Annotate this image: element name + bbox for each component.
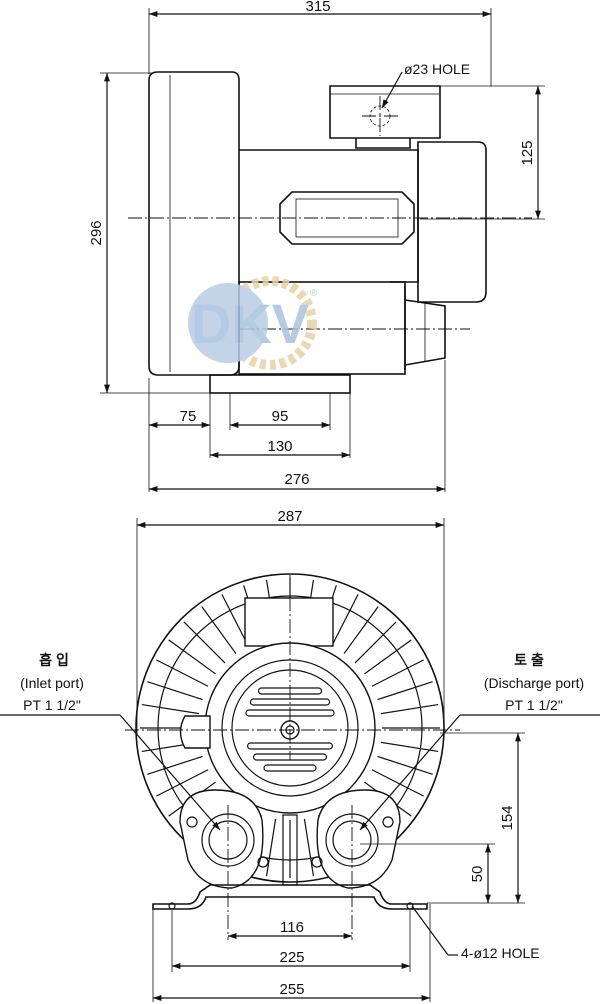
- fin: [183, 621, 226, 664]
- fin: [354, 621, 397, 664]
- fin: [141, 703, 200, 715]
- mounting-feet: [152, 884, 428, 910]
- hole-label: ø23 HOLE: [404, 61, 470, 77]
- registered-mark: ®: [310, 288, 318, 299]
- discharge-boss: [316, 789, 401, 889]
- fin: [156, 659, 209, 687]
- motor-upper: [239, 149, 419, 283]
- discharge-flange: [417, 141, 487, 303]
- fin: [147, 681, 203, 701]
- dim-front-width: 287: [277, 508, 302, 525]
- fin: [380, 741, 439, 753]
- inlet-port-label: (Inlet port): [20, 675, 84, 691]
- dkv-logo: DKV ®: [188, 276, 318, 370]
- inlet-boss: [179, 789, 264, 889]
- fin: [377, 755, 433, 775]
- dim-port-spacing: 116: [280, 919, 304, 936]
- fin: [265, 818, 277, 877]
- inspection-window: [279, 191, 415, 245]
- dim-port-height: 154: [499, 805, 516, 830]
- logo-text: DKV: [191, 292, 309, 355]
- discharge-thread-label: PT 1 1/2": [505, 697, 563, 713]
- dim-base-inner: 95: [272, 408, 289, 425]
- blower-outer-ring: [135, 573, 445, 883]
- fin: [303, 818, 315, 877]
- globe-icon: [188, 283, 268, 363]
- side-view: 315 296 125 ø23 HOLE: [88, 0, 545, 492]
- fin: [168, 639, 216, 675]
- dim-foot-spacing: 225: [279, 949, 304, 966]
- fin: [371, 659, 424, 687]
- inlet-thread-label: PT 1 1/2": [23, 697, 81, 713]
- dim-overall-length: 276: [284, 471, 309, 488]
- dim-base-outer: 130: [267, 438, 292, 455]
- dim-base-offset: 75: [180, 408, 197, 425]
- fin: [221, 594, 249, 647]
- discharge-port-label: (Discharge port): [484, 675, 584, 691]
- dim-right-height: 125: [519, 140, 536, 165]
- dim-top-width: 315: [305, 0, 330, 15]
- fin: [364, 639, 412, 675]
- fin: [201, 606, 237, 654]
- front-view: 287: [0, 508, 600, 1002]
- front-terminal-box: [244, 597, 334, 647]
- fin: [331, 594, 359, 647]
- discharge-korean-label: 토 출: [514, 652, 544, 668]
- dim-foot-width: 255: [279, 981, 304, 998]
- base-plate: [209, 374, 351, 394]
- fin: [343, 606, 379, 654]
- dim-port-center: 50: [469, 866, 486, 883]
- vent-slot: [263, 764, 317, 772]
- fin: [156, 769, 209, 797]
- dim-side-height: 296: [88, 220, 105, 245]
- inlet-korean-label: 흡 입: [39, 652, 69, 668]
- terminal-box: [329, 85, 441, 139]
- mount-holes-label: 4-ø12 HOLE: [461, 945, 540, 961]
- fin: [377, 681, 433, 701]
- fin: [147, 755, 203, 775]
- fin: [380, 703, 439, 715]
- fin: [371, 769, 424, 797]
